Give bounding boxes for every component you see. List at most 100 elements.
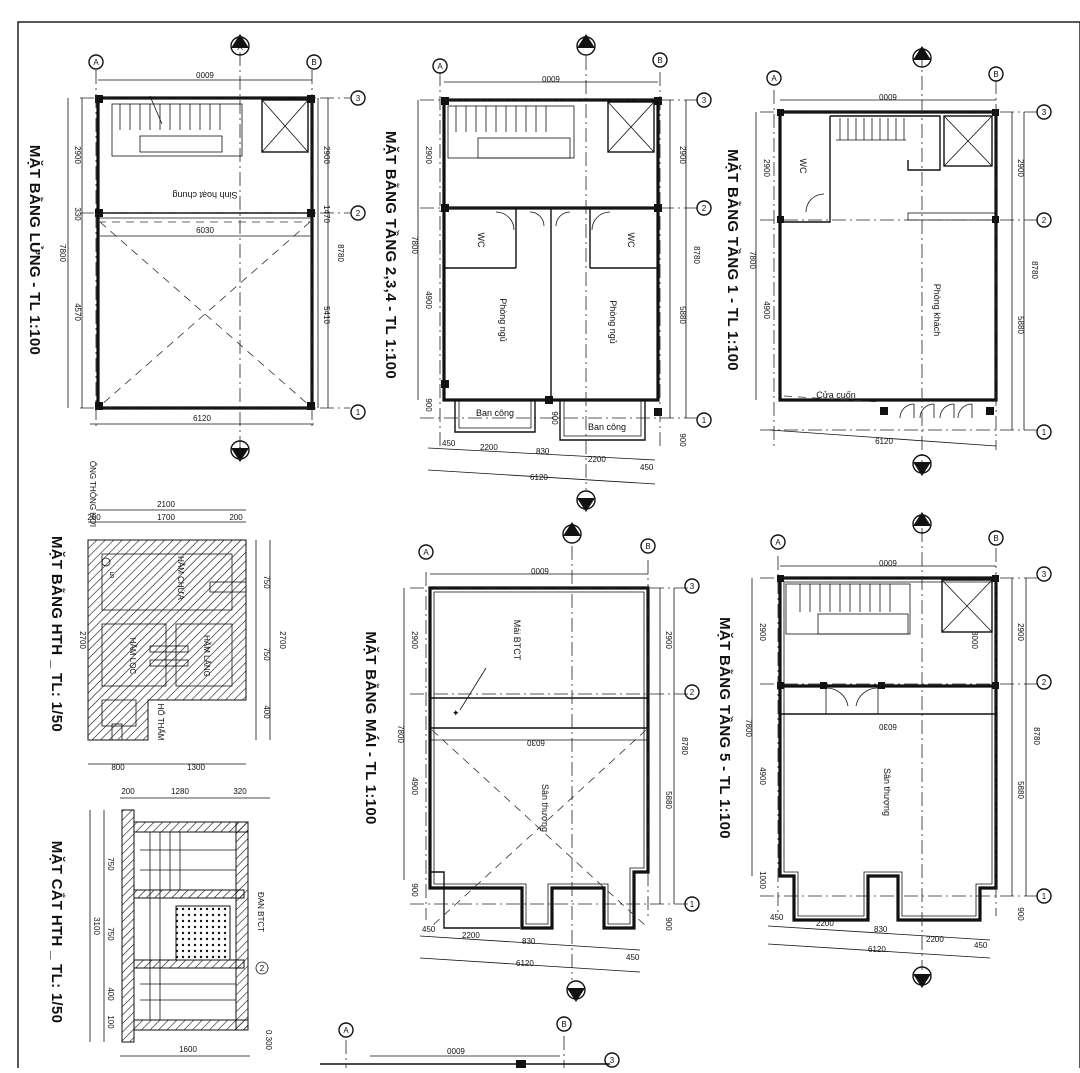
title-cat-hth: MẶT CẮT HTH _ TL: 1/50 xyxy=(48,841,66,1023)
grid-bubble-3: 3 xyxy=(604,1052,620,1068)
svg-text:A: A xyxy=(343,1026,349,1035)
dim-t5-6120: 6120 xyxy=(868,945,886,954)
dim-mai-6030: 6030 xyxy=(527,738,545,747)
svg-text:B: B xyxy=(993,70,998,79)
dim-mai-6000: 6000 xyxy=(531,566,549,575)
dim-mai-450b: 450 xyxy=(626,953,640,962)
grid-bubble-a: A xyxy=(770,534,786,550)
room-ham-chua: HẦM CHỨA xyxy=(176,556,186,600)
dim-hth-2100: 2100 xyxy=(157,500,175,509)
svg-text:A: A xyxy=(237,446,243,455)
svg-text:A: A xyxy=(423,548,429,557)
label-ong-thong-hoi: ỐNG THÔNG HƠI xyxy=(88,461,98,527)
room-wc-1: WC xyxy=(476,233,486,248)
room-san-thuong-5: Sân thượng xyxy=(882,768,892,816)
section-marker-bottom xyxy=(912,454,932,476)
svg-text:3: 3 xyxy=(1042,570,1047,579)
svg-text:3: 3 xyxy=(690,582,695,591)
svg-text:2: 2 xyxy=(1042,216,1047,225)
dim-hth-1300: 1300 xyxy=(187,763,205,772)
dim-234-6120: 6120 xyxy=(530,473,548,482)
dim-234-830: 830 xyxy=(536,447,550,456)
room-phong-ngu-1: Phòng ngủ xyxy=(498,298,508,342)
dim-mai-4900: 4900 xyxy=(410,777,419,795)
dim-t5-450a: 450 xyxy=(770,913,784,922)
svg-text:2: 2 xyxy=(1042,678,1047,687)
grid-bubble-2: 2 xyxy=(696,200,712,216)
dim-lung-6030: 6030 xyxy=(196,226,214,235)
room-ho-tham: HỐ THẤM xyxy=(156,704,166,741)
room-phong-ngu-2: Phòng ngủ xyxy=(608,300,618,344)
dim-cat-1280: 1280 xyxy=(171,787,189,796)
dim-hth-750b: 750 xyxy=(262,647,271,661)
room-cua-cuon: Cửa cuốn xyxy=(816,390,856,400)
svg-text:3: 3 xyxy=(356,94,361,103)
grid-bubble-1: 1 xyxy=(350,404,366,420)
svg-text:B: B xyxy=(311,58,316,67)
dim-cat-750a: 750 xyxy=(106,857,115,871)
marker-cat-2: 2 xyxy=(260,964,265,973)
section-marker-bottom xyxy=(566,980,586,1002)
title-tang-1: MẶT BẰNG TẦNG 1 - TL 1:100 xyxy=(724,149,742,371)
svg-text:1: 1 xyxy=(356,408,361,417)
dim-mai-900l: 900 xyxy=(410,883,419,897)
room-wc: WC xyxy=(798,159,808,174)
dim-hth-750a: 750 xyxy=(262,575,271,589)
dim-cat-750b: 750 xyxy=(106,927,115,941)
dim-cat-1600: 1600 xyxy=(179,1045,197,1054)
room-san-thuong: Sân thượng xyxy=(540,784,550,832)
grid-bubble-b: B xyxy=(556,1016,572,1032)
dim-cat-100: 100 xyxy=(106,1015,115,1029)
dim-234-2900: 2900 xyxy=(424,146,433,164)
dim-cat-200: 200 xyxy=(121,787,135,796)
grid-bubble-1: 1 xyxy=(1036,888,1052,904)
dim-t5-3000: 3000 xyxy=(970,631,979,649)
svg-text:3: 3 xyxy=(702,96,707,105)
section-marker-bottom: A xyxy=(230,440,250,462)
grid-bubble-b: B xyxy=(988,530,1004,546)
svg-text:B: B xyxy=(561,1020,566,1029)
slope-marker: ✦ xyxy=(452,708,460,718)
dim-t1-8780: 8780 xyxy=(1030,261,1039,279)
svg-text:A: A xyxy=(775,538,781,547)
svg-text:A: A xyxy=(437,62,443,71)
dim-mai-6120: 6120 xyxy=(516,959,534,968)
svg-text:1: 1 xyxy=(1042,428,1047,437)
dim-t5-6030: 6030 xyxy=(879,722,897,731)
plan-lung: Sinh hoạt chung 6000 6030 6120 7800 2900… xyxy=(26,34,366,462)
dim-hth-400: 400 xyxy=(262,705,271,719)
dim-234-4900: 4900 xyxy=(424,291,433,309)
dim-t1-6000: 6000 xyxy=(879,92,897,101)
dim-t1-4900: 4900 xyxy=(762,301,771,319)
grid-bubble-3: 3 xyxy=(350,90,366,106)
svg-text:2: 2 xyxy=(356,209,361,218)
dim-hth-200a: 200 xyxy=(87,513,101,522)
dim-cat-320: 320 xyxy=(233,787,247,796)
dim-t1-7800: 7800 xyxy=(748,251,757,269)
dim-t5-2900r: 2900 xyxy=(1016,623,1025,641)
section-marker-top xyxy=(576,34,596,56)
grid-bubble-1: 1 xyxy=(684,896,700,912)
label-dan-btct: ĐAN BTCT xyxy=(256,892,265,932)
marker-hth-5: 5 xyxy=(110,571,115,580)
title-tang-234: MẶT BẰNG TẦNG 2,3,4 - TL 1:100 xyxy=(382,131,400,379)
dim-t1-2900r: 2900 xyxy=(1016,159,1025,177)
grid-bubble-2: 2 xyxy=(350,205,366,221)
svg-text:2: 2 xyxy=(702,204,707,213)
dim-mai-5880: 5880 xyxy=(664,791,673,809)
dim-lung-4570: 4570 xyxy=(73,303,82,321)
dim-234-8780: 8780 xyxy=(692,246,701,264)
title-hth: MẶT BẰNG HTH _ TL: 1/50 xyxy=(48,536,66,732)
dim-t5-4900: 4900 xyxy=(758,767,767,785)
dim-lung-6120: 6120 xyxy=(193,414,211,423)
grid-bubble-a: A xyxy=(432,58,448,74)
section-marker-top xyxy=(912,46,932,68)
dim-hth-2700: 2700 xyxy=(278,631,287,649)
grid-bubble-2: 2 xyxy=(1036,212,1052,228)
plan-hth: ỐNG THÔNG HƠI HẦM CHỨA HẦM LẮNG HẦM LỌC … xyxy=(48,461,287,772)
plan-tang-234: WC WC Phòng ngủ Phòng ngủ Ban công Ban c… xyxy=(382,34,712,512)
svg-text:3: 3 xyxy=(610,1056,615,1065)
dim-234-900c: 900 xyxy=(550,411,559,425)
svg-text:A: A xyxy=(771,74,777,83)
